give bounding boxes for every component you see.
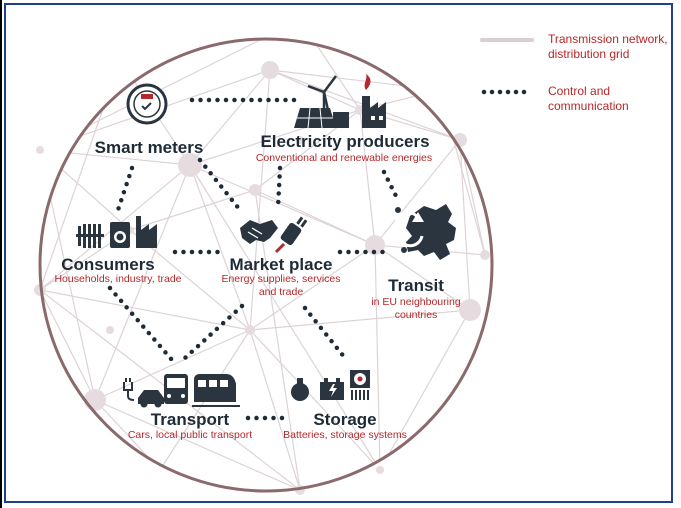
washing-machine-icon [110, 222, 130, 248]
gas-tank-icon [291, 378, 309, 401]
consumers-title: Consumers [61, 255, 155, 274]
transport-title: Transport [150, 410, 230, 429]
transport-subtitle: Cars, local public transport [127, 429, 253, 441]
control-links [107, 97, 401, 421]
train-icon [192, 374, 240, 407]
storage-title: Storage [313, 410, 377, 429]
electricity-producers-title: Electricity producers [260, 132, 430, 151]
plug-icon [274, 216, 308, 254]
legend-control-label: Control and communication [548, 84, 629, 113]
cycle-arrows-icon [394, 210, 424, 248]
legend-swatches [480, 38, 535, 95]
network-boundary [38, 37, 494, 493]
electric-car-icon [123, 378, 164, 408]
smart-meter-icon [126, 83, 168, 125]
factory-icon [136, 216, 157, 248]
legend-grid-label: Transmission network, distribution grid [548, 32, 668, 61]
consumers-subtitle: Households, industry, trade [54, 273, 182, 285]
smart-meters-title: Smart meters [94, 138, 204, 157]
market-place-subtitle-line2: and trade [258, 286, 304, 298]
battery-icon [320, 378, 344, 400]
market-place-title: Market place [229, 255, 333, 274]
transit-subtitle: in EU neighbouring [371, 296, 461, 308]
electricity-producers-subtitle: Conventional and renewable energies [255, 152, 433, 164]
frame-edge [0, 0, 2, 508]
solar-panel-icon [294, 107, 349, 129]
storage-unit-icon [350, 370, 370, 400]
radiator-icon [76, 224, 104, 248]
transit-subtitle-line2: countries [394, 309, 438, 321]
storage-subtitle: Batteries, storage systems [283, 429, 407, 441]
power-plant-icon [362, 74, 386, 128]
transit-title: Transit [388, 276, 444, 295]
market-place-subtitle: Energy supplies, services [221, 273, 341, 285]
bus-icon [164, 374, 188, 404]
handshake-icon [240, 220, 278, 244]
